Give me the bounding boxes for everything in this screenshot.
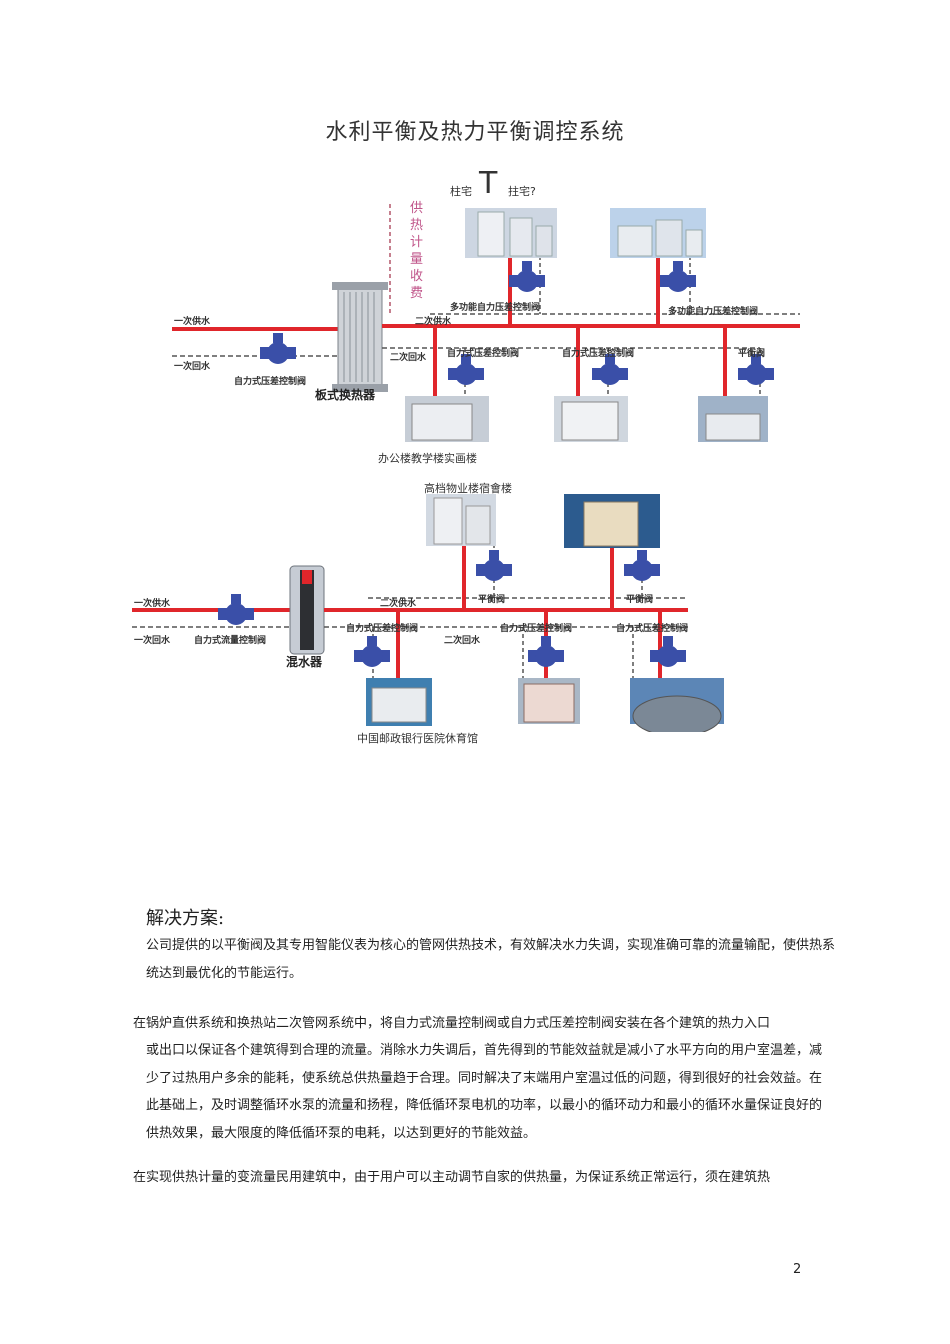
label-valve-balance-2a: 平衡阀 [478, 593, 505, 605]
diagram1-bottom-caption: 办公楼教学楼实画楼 [378, 452, 477, 465]
label-valve-diff-1: 自力式压差控制阀 [447, 347, 519, 359]
solution-paragraph-2-first-line: 在锅炉直供系统和换热站二次管网系统中，将自力式流量控制阀或自力式压差控制阀安装在… [133, 1016, 771, 1031]
vertical-label-4: 量 [410, 252, 423, 267]
vertical-label-1: 供 [410, 201, 423, 216]
label-primary-supply-1: 一次供水 [174, 315, 211, 327]
label-exchanger: 板式换热器 [315, 387, 376, 402]
diagram2-top-caption: 高档物业楼宿會楼 [424, 482, 512, 495]
label-valve-balance-2b: 平衡阀 [626, 593, 653, 605]
solution-paragraph-1: 公司提供的以平衡阀及其专用智能仪表为核心的管网供热技术，有效解决水力失调，实现准… [146, 938, 836, 981]
label-primary-return-2: 一次回水 [134, 634, 171, 646]
solution-heading: 解决方案: [146, 908, 225, 929]
building-top-2 [610, 208, 706, 258]
building2-bottom-3 [630, 678, 724, 732]
solution-paragraph-2-rest: 或出口以保证各个建筑得到合理的流量。消除水力失调后，首先得到的节能效益就是减小了… [146, 1043, 823, 1141]
label-valve-diff-2a: 自力式压差控制阀 [346, 622, 418, 634]
vertical-label-5: 收 [410, 269, 423, 284]
label-mixer: 混水器 [286, 654, 323, 669]
building-bottom-1 [405, 396, 489, 442]
label-primary-return-1: 一次回水 [174, 360, 211, 372]
page-number: 2 [793, 1262, 802, 1277]
label-valve-balance: 平衡阀 [738, 347, 765, 359]
label-secondary-return-2: 二次回水 [444, 634, 481, 646]
solution-paragraph-3: 在实现供热计量的变流量民用建筑中，由于用户可以主动调节自家的供热量，为保证系统正… [133, 1170, 771, 1185]
label-valve-diff-2: 自力式压差控制阀 [562, 347, 634, 359]
diagram1-top-caption-left: 柱宅 [450, 185, 472, 198]
label-valve-multi-1: 多功能自力压差控制阀 [450, 301, 540, 313]
label-secondary-supply-1: 二次供水 [415, 315, 452, 327]
label-valve-diff-2b: 自力式压差控制阀 [500, 622, 572, 634]
page-title: 水利平衡及热力平衡调控系统 [325, 120, 625, 145]
building2-top-2 [564, 494, 660, 548]
label-primary-supply-2: 一次供水 [134, 597, 171, 609]
building-bottom-2 [554, 396, 628, 442]
label-valve-flow: 自力式流量控制阀 [194, 634, 266, 646]
building2-bottom-2 [518, 678, 580, 724]
diagram1-top-caption-right: 拄宅? [508, 185, 536, 198]
vertical-label-3: 计 [410, 235, 423, 250]
label-valve-multi-2: 多功能自力压差控制阀 [668, 305, 758, 317]
diagram1-top-caption-mid: T [479, 166, 498, 201]
label-secondary-supply-2: 二次供水 [380, 597, 417, 609]
building2-bottom-1 [366, 678, 432, 726]
building-bottom-3 [698, 396, 768, 442]
label-secondary-return-1: 二次回水 [390, 351, 427, 363]
building-top-1 [465, 208, 557, 258]
building2-top-1 [426, 494, 496, 546]
vertical-label-2: 热 [410, 218, 423, 233]
diagram2-bottom-caption: 中国邮政银行医院休育馆 [357, 732, 478, 745]
label-valve-diff-2c: 自力式压差控制阀 [616, 622, 688, 634]
heat-system-diagram-1: 供 热 计 量 收 费 一次供水 一次回水 二次供水 二次回水 板式换热器 自力… [172, 201, 800, 442]
label-valve-primary: 自力式压差控制阀 [234, 375, 306, 387]
vertical-label-6: 费 [410, 286, 423, 301]
heat-system-diagram-2: 一次供水 一次回水 二次供水 二次回水 混水器 自力式流量控制阀 平衡阀 平衡阀… [132, 494, 724, 732]
